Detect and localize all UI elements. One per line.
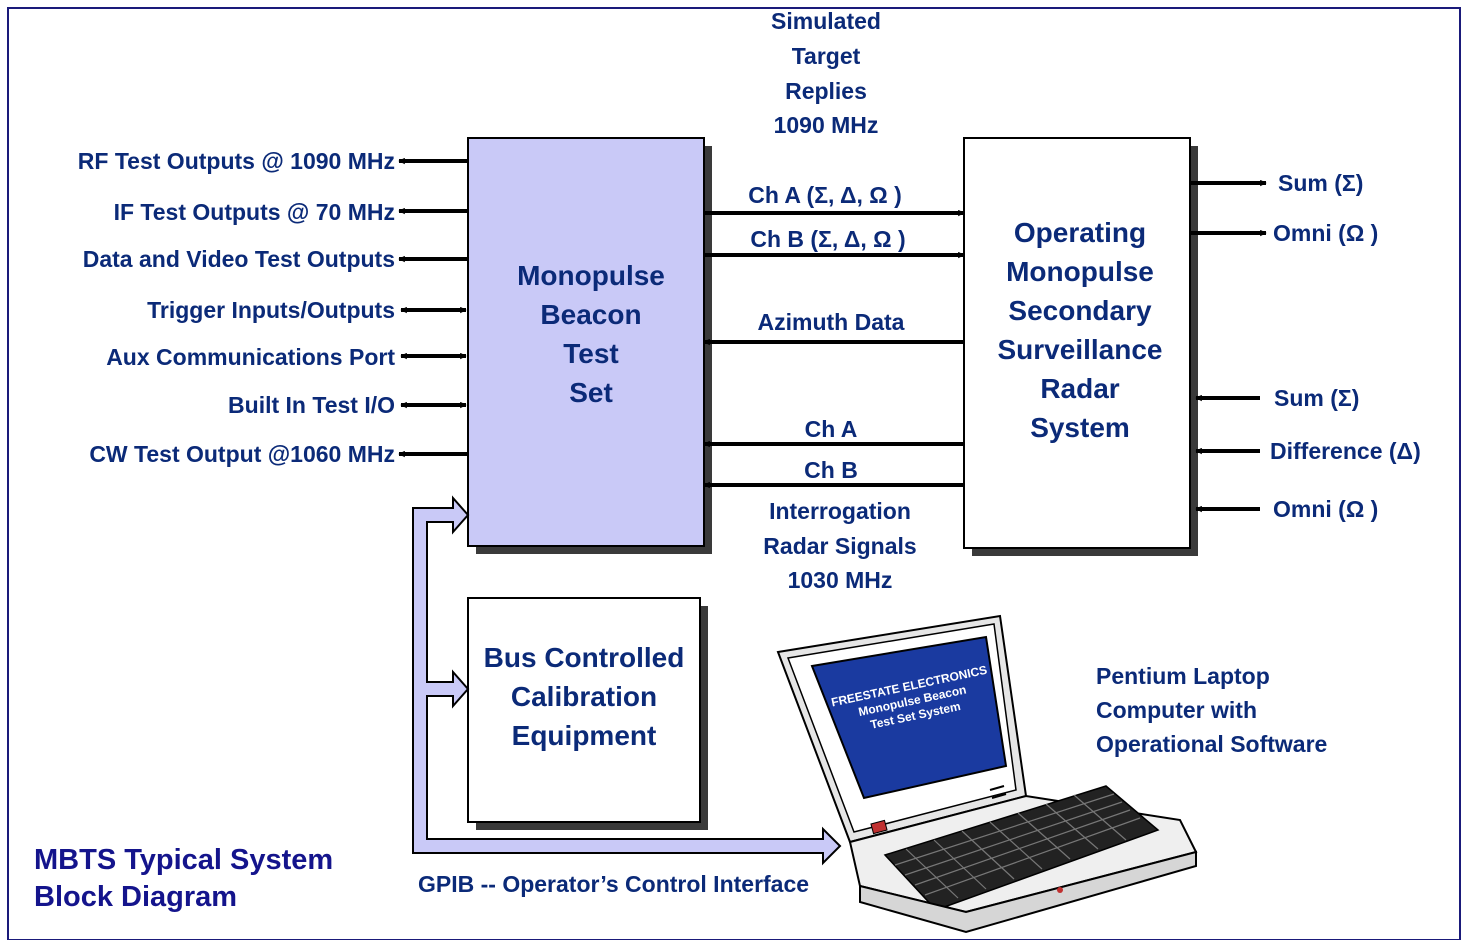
interrogation-label: Interrogation Radar Signals 1030 MHz — [763, 498, 916, 593]
ch-b-out-label: Ch B (Σ, Δ, Ω ) — [750, 226, 905, 252]
laptop-illustration: FREESTATE ELECTRONICS Monopulse Beacon T… — [776, 614, 1198, 934]
omni-out-label: Omni (Ω ) — [1273, 220, 1378, 246]
mbts-label-line-1: Monopulse — [517, 260, 665, 291]
right-inputs: Sum (Σ) Difference (Δ) Omni (Ω ) — [1195, 385, 1421, 522]
left-port-label: Data and Video Test Outputs — [83, 246, 395, 272]
left-ports: RF Test Outputs @ 1090 MHz IF Test Outpu… — [78, 148, 468, 467]
diagram-title-line-1: MBTS Typical System — [34, 844, 333, 876]
gpib-bus-arrow — [412, 495, 842, 866]
laptop-label-line-1: Pentium Laptop — [1096, 663, 1270, 689]
ch-b-in-label: Ch B — [804, 457, 858, 483]
left-port-label: Aux Communications Port — [106, 344, 395, 370]
calibration-label-line-1: Bus Controlled — [484, 642, 685, 673]
replies-line-4: 1090 MHz — [774, 112, 879, 138]
calibration-block: Bus Controlled Calibration Equipment — [467, 597, 708, 830]
radar-label-line-6: System — [1030, 412, 1130, 443]
radar-label-line-4: Surveillance — [998, 334, 1163, 365]
azimuth-label: Azimuth Data — [758, 309, 905, 335]
left-port-label: IF Test Outputs @ 70 MHz — [114, 199, 395, 225]
difference-in-label: Difference (Δ) — [1270, 438, 1421, 464]
radar-block: Operating Monopulse Secondary Surveillan… — [963, 137, 1198, 556]
replies-line-3: Replies — [785, 78, 867, 104]
left-port-label: Built In Test I/O — [228, 392, 395, 418]
left-port-label: CW Test Output @1060 MHz — [89, 441, 395, 467]
laptop-label: Pentium Laptop Computer with Operational… — [1096, 663, 1327, 757]
ch-a-in-label: Ch A — [805, 416, 858, 442]
mbts-label-line-2: Beacon — [540, 299, 641, 330]
sum-in-label: Sum (Σ) — [1274, 385, 1359, 411]
laptop-label-line-2: Computer with — [1096, 697, 1257, 723]
simulated-replies-label: Simulated Target Replies 1090 MHz — [771, 8, 881, 138]
calibration-label-line-2: Calibration — [511, 681, 657, 712]
radar-label-line-1: Operating — [1014, 217, 1146, 248]
calibration-label-line-3: Equipment — [512, 720, 657, 751]
mbts-label-line-3: Test — [563, 338, 619, 369]
gpib-label: GPIB -- Operator’s Control Interface — [418, 871, 809, 897]
interrogation-line-3: 1030 MHz — [788, 567, 893, 593]
interrogation-line-2: Radar Signals — [763, 533, 916, 559]
mbts-block: Monopulse Beacon Test Set — [467, 137, 712, 554]
diagram-title-line-2: Block Diagram — [34, 881, 237, 913]
radar-label-line-3: Secondary — [1008, 295, 1152, 326]
left-port-label: RF Test Outputs @ 1090 MHz — [78, 148, 395, 174]
channel-links: Ch A (Σ, Δ, Ω ) Ch B (Σ, Δ, Ω ) Azimuth … — [703, 182, 965, 489]
mbts-label-line-4: Set — [569, 377, 613, 408]
radar-label-line-2: Monopulse — [1006, 256, 1154, 287]
laptop-label-line-3: Operational Software — [1096, 731, 1327, 757]
replies-line-1: Simulated — [771, 8, 881, 34]
sum-out-label: Sum (Σ) — [1278, 170, 1363, 196]
radar-label-line-5: Radar — [1040, 373, 1119, 404]
left-port-label: Trigger Inputs/Outputs — [147, 297, 395, 323]
gpib-bus: GPIB -- Operator’s Control Interface — [412, 495, 842, 897]
replies-line-2: Target — [792, 43, 861, 69]
ch-a-out-label: Ch A (Σ, Δ, Ω ) — [748, 182, 902, 208]
diagram-title: MBTS Typical System Block Diagram — [34, 844, 333, 913]
right-outputs: Sum (Σ) Omni (Ω ) — [1190, 170, 1378, 246]
omni-in-label: Omni (Ω ) — [1273, 496, 1378, 522]
interrogation-line-1: Interrogation — [769, 498, 911, 524]
laptop-screen — [810, 635, 1008, 800]
